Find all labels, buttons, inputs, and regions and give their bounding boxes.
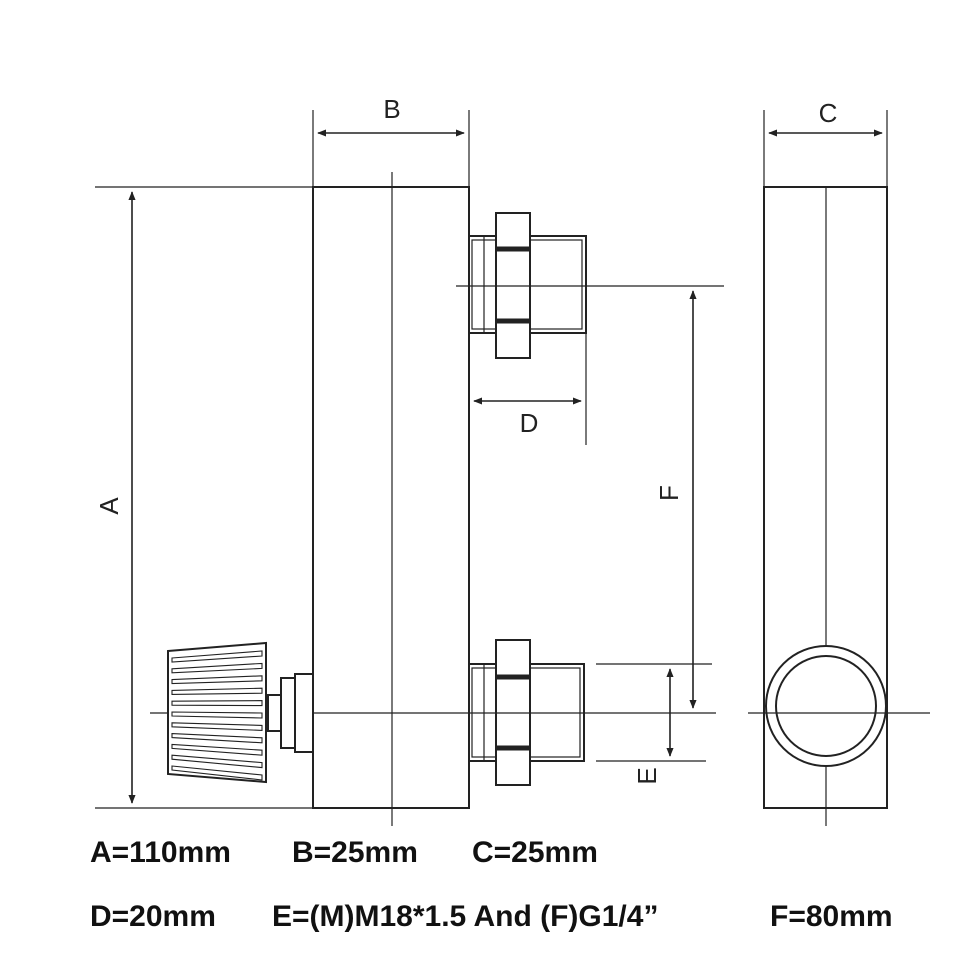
port-inner-circle [775, 655, 877, 757]
knob-ridge [171, 700, 263, 707]
adjustment-knob [167, 641, 314, 784]
knob-ridge [171, 650, 263, 663]
knob-ridge [171, 743, 263, 756]
knob-ridge [171, 722, 263, 731]
spec-a: A=110mm [90, 836, 231, 869]
knob-ridge [171, 675, 263, 685]
front-view [95, 110, 724, 826]
label-c: C [819, 98, 838, 128]
knob-ridge [171, 754, 263, 769]
knob-shaft [267, 694, 282, 732]
label-a: A [94, 497, 124, 515]
knob-ridge [171, 687, 263, 695]
label-d: D [520, 408, 539, 438]
upper-fitting [456, 212, 724, 359]
side-view [748, 110, 930, 826]
spec-b: B=25mm [292, 836, 418, 869]
knob-ridges [171, 650, 263, 781]
flowmeter-body-front [312, 186, 470, 809]
knob-ridge [171, 711, 263, 719]
knob-ridge [171, 765, 263, 781]
label-e: E [632, 767, 662, 784]
spec-d: D=20mm [90, 900, 216, 933]
knob-ridge [171, 662, 263, 674]
spec-f: F=80mm [770, 900, 893, 933]
knob-ridge [171, 733, 263, 744]
label-f: F [654, 485, 684, 501]
spec-e: E=(M)M18*1.5 And (F)G1/4” [272, 900, 659, 933]
knob-mount-block [294, 673, 314, 753]
spec-c: C=25mm [472, 836, 598, 869]
knob-stem [280, 677, 296, 749]
label-b: B [383, 94, 400, 124]
lower-fitting [150, 639, 716, 786]
